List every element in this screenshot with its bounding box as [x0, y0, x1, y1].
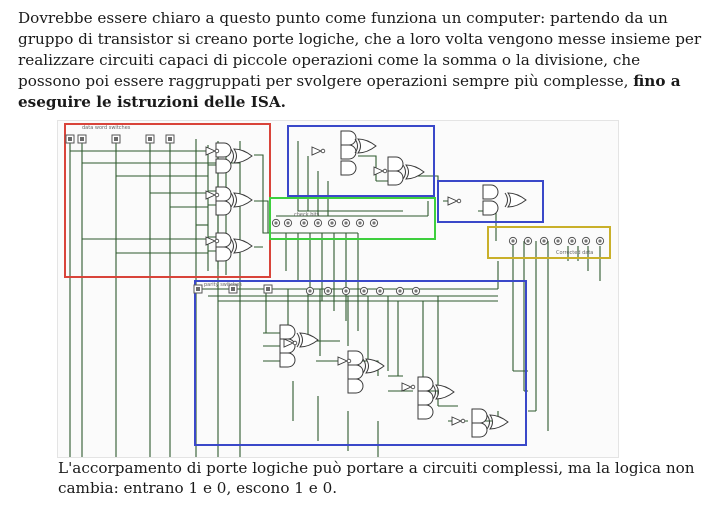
upper-blue-gates [311, 130, 425, 186]
green-region-box [269, 197, 436, 240]
label-check-bits: check bits [294, 212, 320, 218]
lower-blue-gates [279, 324, 509, 438]
red-block-gates [205, 142, 253, 262]
yellow-region-box [487, 226, 611, 259]
label-corrected-data: Corrected data [556, 250, 593, 256]
blue-region-box-right [437, 180, 544, 223]
right-blue-gates [447, 184, 527, 216]
check-bit-pins [271, 218, 379, 228]
intro-text: Dovrebbe essere chiaro a questo punto co… [18, 9, 702, 90]
region-boxes [64, 123, 611, 446]
intro-paragraph: Dovrebbe essere chiaro a questo punto co… [18, 8, 702, 113]
intro-bold-text: fino a eseguire le istruzioni delle ISA. [18, 72, 681, 111]
blue-region-box-bottom [194, 280, 527, 446]
logic-circuit-figure: data word switches check bits parity swi… [57, 120, 619, 458]
label-data-word-switches: data word switches [82, 125, 131, 131]
label-parity-switches: parity switches [204, 282, 242, 288]
circuit-wires [69, 139, 601, 457]
blue-region-box-top [287, 125, 435, 197]
figure-caption: L'accorpamento di porte logiche può port… [58, 459, 695, 497]
